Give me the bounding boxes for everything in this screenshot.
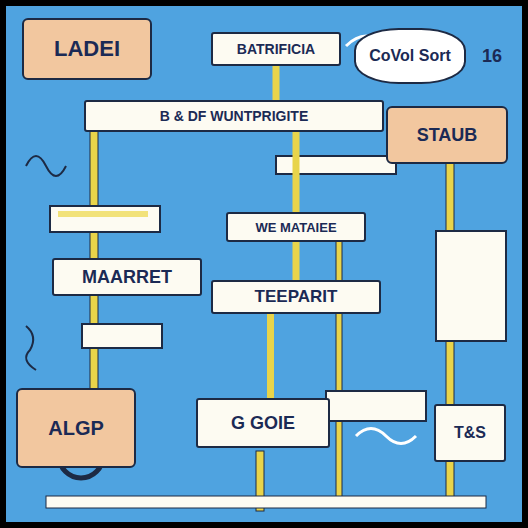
diagram-ground: LADEI BATRIFICIA CoVol SortSTAUB B & DF WUN… — [6, 6, 522, 522]
pole-connector — [293, 132, 300, 212]
pole-connector — [273, 66, 280, 100]
sign-board: T&S — [434, 404, 506, 462]
pole-connector — [293, 242, 300, 280]
ground-strip — [46, 496, 486, 508]
sign-text: CoVol Sort — [369, 47, 450, 65]
sign-text: TEEPARIT — [255, 287, 338, 307]
sign-board: B & DF WUNTPRIGITE — [84, 100, 384, 132]
tan-sign: LADEI — [22, 18, 152, 80]
sign-text: MAARRET — [82, 267, 172, 288]
pole — [336, 226, 342, 506]
sign-text: WE MATAIEE — [255, 220, 336, 235]
sign-text: ALGP — [48, 417, 104, 440]
sign-text: G GOIE — [231, 413, 295, 434]
doodle — [26, 156, 66, 176]
tan-sign: STAUB — [386, 106, 508, 164]
sign-text: BATRIFICIA — [237, 41, 315, 57]
sign-board: G GOIE — [196, 398, 330, 448]
sign-text: STAUB — [417, 125, 478, 146]
blank-sign — [326, 391, 426, 421]
callout-number: 16 — [482, 46, 502, 67]
sign-board: TEEPARIT — [211, 280, 381, 314]
blank-sign — [82, 324, 162, 348]
wave — [356, 429, 416, 444]
sign-text: LADEI — [54, 36, 120, 62]
blank-sign — [50, 206, 160, 232]
pole-connector — [267, 314, 274, 398]
doodle — [26, 326, 36, 370]
sign-board: MAARRET — [52, 258, 202, 296]
sign-board: WE MATAIEE — [226, 212, 366, 242]
blank-panel — [436, 231, 506, 341]
tan-sign: ALGP — [16, 388, 136, 468]
sign-board: BATRIFICIA — [211, 32, 341, 66]
sign-stripe — [58, 211, 148, 217]
sign-text: B & DF WUNTPRIGITE — [160, 108, 309, 124]
sign-text: T&S — [454, 424, 486, 442]
sign-board: CoVol Sort — [354, 28, 466, 84]
